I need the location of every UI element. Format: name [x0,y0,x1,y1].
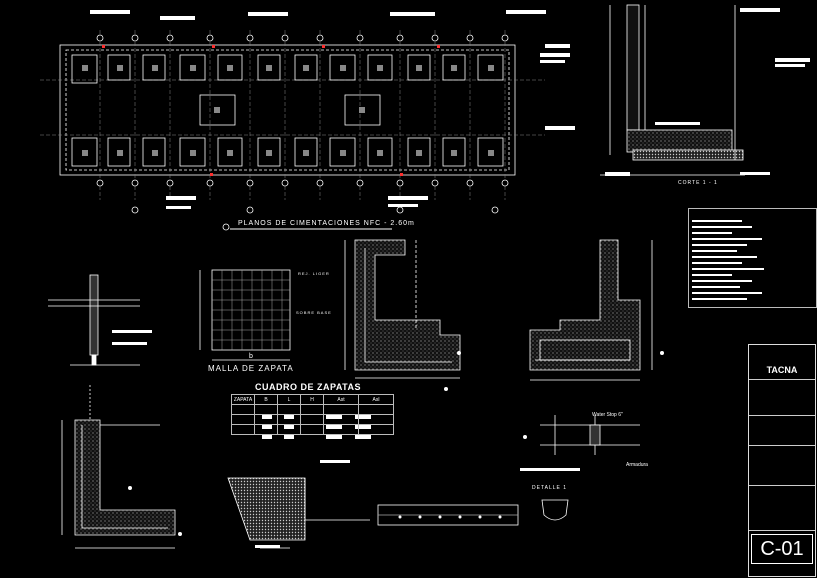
annotation-markers [128,351,664,536]
info-cell [749,485,815,531]
plan-title: PLANOS DE CIMENTACIONES NFC - 2.60m [238,220,415,227]
table-header: L [277,394,301,405]
mesh-note-2: SOBRE BASE [296,310,332,315]
mesh-dimension: b [249,353,254,360]
info-cell [749,445,815,486]
logo-cell: TACNA [749,345,815,380]
footing-trapezoid-detail [227,460,370,549]
retaining-wall-section-1 [344,239,461,379]
table-header: B [254,394,278,405]
wall-footing-section [61,385,176,549]
notes-text-lines [692,220,764,300]
detail-label: DETALLE 1 [532,485,568,491]
foundation-plan [40,10,575,231]
footing-mesh-plan [199,269,291,361]
project-cell [749,379,815,416]
waterstop-detail [520,415,640,471]
beam-detail [377,499,569,526]
zapatas-table: ZAPATA B L H Ast Asl [231,394,394,435]
logo-text: TACNA [766,365,798,375]
sheet-name-cell [749,415,815,446]
waterstop-label: Water Stop 6" [592,412,623,418]
retaining-wall-section-2 [529,239,653,381]
table-header: Ast [323,394,359,405]
armadura-label: Armadura [626,462,648,468]
title-block: TACNA [748,344,816,577]
table-header: ZAPATA [231,394,255,405]
general-notes-box [688,208,817,308]
sheet-number: C-01 [751,534,813,564]
column-detail [48,274,152,366]
section-corte-1-1 [540,4,810,176]
table-header: H [300,394,324,405]
table-header: Asl [358,394,394,405]
section-label: CORTE 1 - 1 [678,180,718,186]
zapatas-table-title: CUADRO DE ZAPATAS [255,382,361,392]
mesh-note-1: REJ. LIGER [298,271,330,276]
mesh-title: MALLA DE ZAPATA [208,364,294,373]
